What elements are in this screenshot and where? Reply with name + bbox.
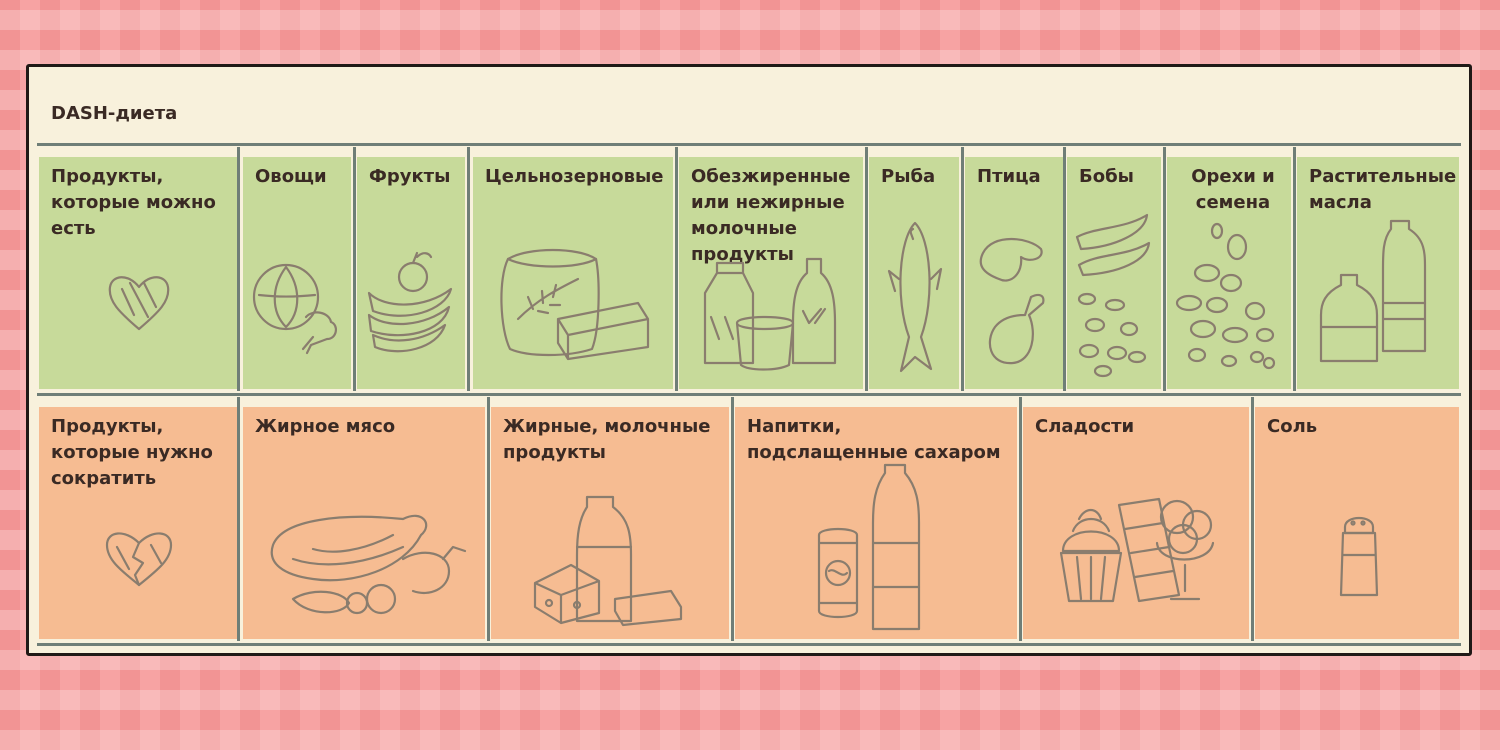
column-separator (1163, 147, 1166, 391)
category-label: Овощи (255, 166, 327, 187)
category-vegetable-oils: Растительные масла (1297, 157, 1459, 389)
divider (37, 143, 1461, 146)
column-separator (237, 147, 240, 391)
fish-icon (887, 221, 943, 373)
fruits-icon (367, 251, 453, 353)
category-low-fat-dairy: Обезжиренные или нежирные молочные проду… (679, 157, 863, 389)
category-label: Орехи и семена (1191, 166, 1275, 213)
category-label: Цельнозерновые (485, 166, 664, 187)
category-fatty-dairy: Жирные, молочные продукты (491, 407, 729, 639)
column-separator (1293, 147, 1296, 391)
category-beans: Бобы (1067, 157, 1161, 389)
divider (37, 643, 1461, 646)
category-label: Напитки, подслащенные сахаром (747, 416, 1001, 463)
page-title: DASH-диета (51, 103, 178, 124)
dash-diet-chart: DASH-диета Продукты, которые можно есть … (26, 64, 1472, 656)
category-label: Соль (1267, 416, 1318, 437)
category-fish: Рыба (869, 157, 959, 389)
allowed-foods-header: Продукты, которые можно есть (39, 157, 239, 389)
fatty-dairy-icon (533, 495, 683, 627)
category-label: Фрукты (369, 166, 451, 187)
category-fruits: Фрукты (357, 157, 465, 389)
column-separator (1251, 397, 1254, 641)
column-separator (487, 397, 490, 641)
category-label: Рыба (881, 166, 936, 187)
category-fatty-meat: Жирное мясо (243, 407, 485, 639)
vegetable-oils-icon (1319, 219, 1427, 363)
column-separator (353, 147, 356, 391)
column-separator (1063, 147, 1066, 391)
salt-shaker-icon (1339, 516, 1379, 597)
low-fat-dairy-icon (703, 257, 837, 371)
broken-heart-icon (105, 532, 173, 587)
column-separator (865, 147, 868, 391)
column-separator (675, 147, 678, 391)
category-label: Птица (977, 166, 1041, 187)
category-sweets: Сладости (1023, 407, 1249, 639)
category-salt: Соль (1255, 407, 1459, 639)
category-sugary-drinks: Напитки, подслащенные сахаром (735, 407, 1017, 639)
row-label: Продукты, которые нужно сократить (51, 416, 213, 489)
beans-icon (1075, 213, 1151, 378)
column-separator (467, 147, 470, 391)
category-whole-grains: Цельнозерновые (473, 157, 673, 389)
category-nuts-seeds: Орехи и семена (1167, 157, 1291, 389)
category-label: Бобы (1079, 166, 1134, 187)
category-label: Растительные масла (1309, 166, 1457, 213)
category-label: Жирные, молочные продукты (503, 416, 711, 463)
category-label: Сладости (1035, 416, 1135, 437)
category-label: Обезжиренные или нежирные молочные проду… (691, 166, 851, 265)
limited-foods-header: Продукты, которые нужно сократить (39, 407, 239, 639)
row-label: Продукты, которые можно есть (51, 166, 216, 239)
sweets-icon (1059, 497, 1215, 603)
sugary-drinks-icon (817, 463, 921, 631)
column-separator (961, 147, 964, 391)
poultry-icon (979, 238, 1045, 365)
column-separator (1019, 397, 1022, 641)
whole-grains-icon (500, 248, 650, 361)
vegetables-icon (252, 263, 337, 355)
divider (37, 393, 1461, 396)
column-separator (237, 397, 240, 641)
nuts-seeds-icon (1175, 222, 1276, 370)
category-label: Жирное мясо (255, 416, 396, 437)
category-vegetables: Овощи (243, 157, 351, 389)
category-poultry: Птица (965, 157, 1063, 389)
column-separator (731, 397, 734, 641)
fatty-meat-icon (270, 514, 467, 615)
heart-icon (108, 276, 170, 331)
